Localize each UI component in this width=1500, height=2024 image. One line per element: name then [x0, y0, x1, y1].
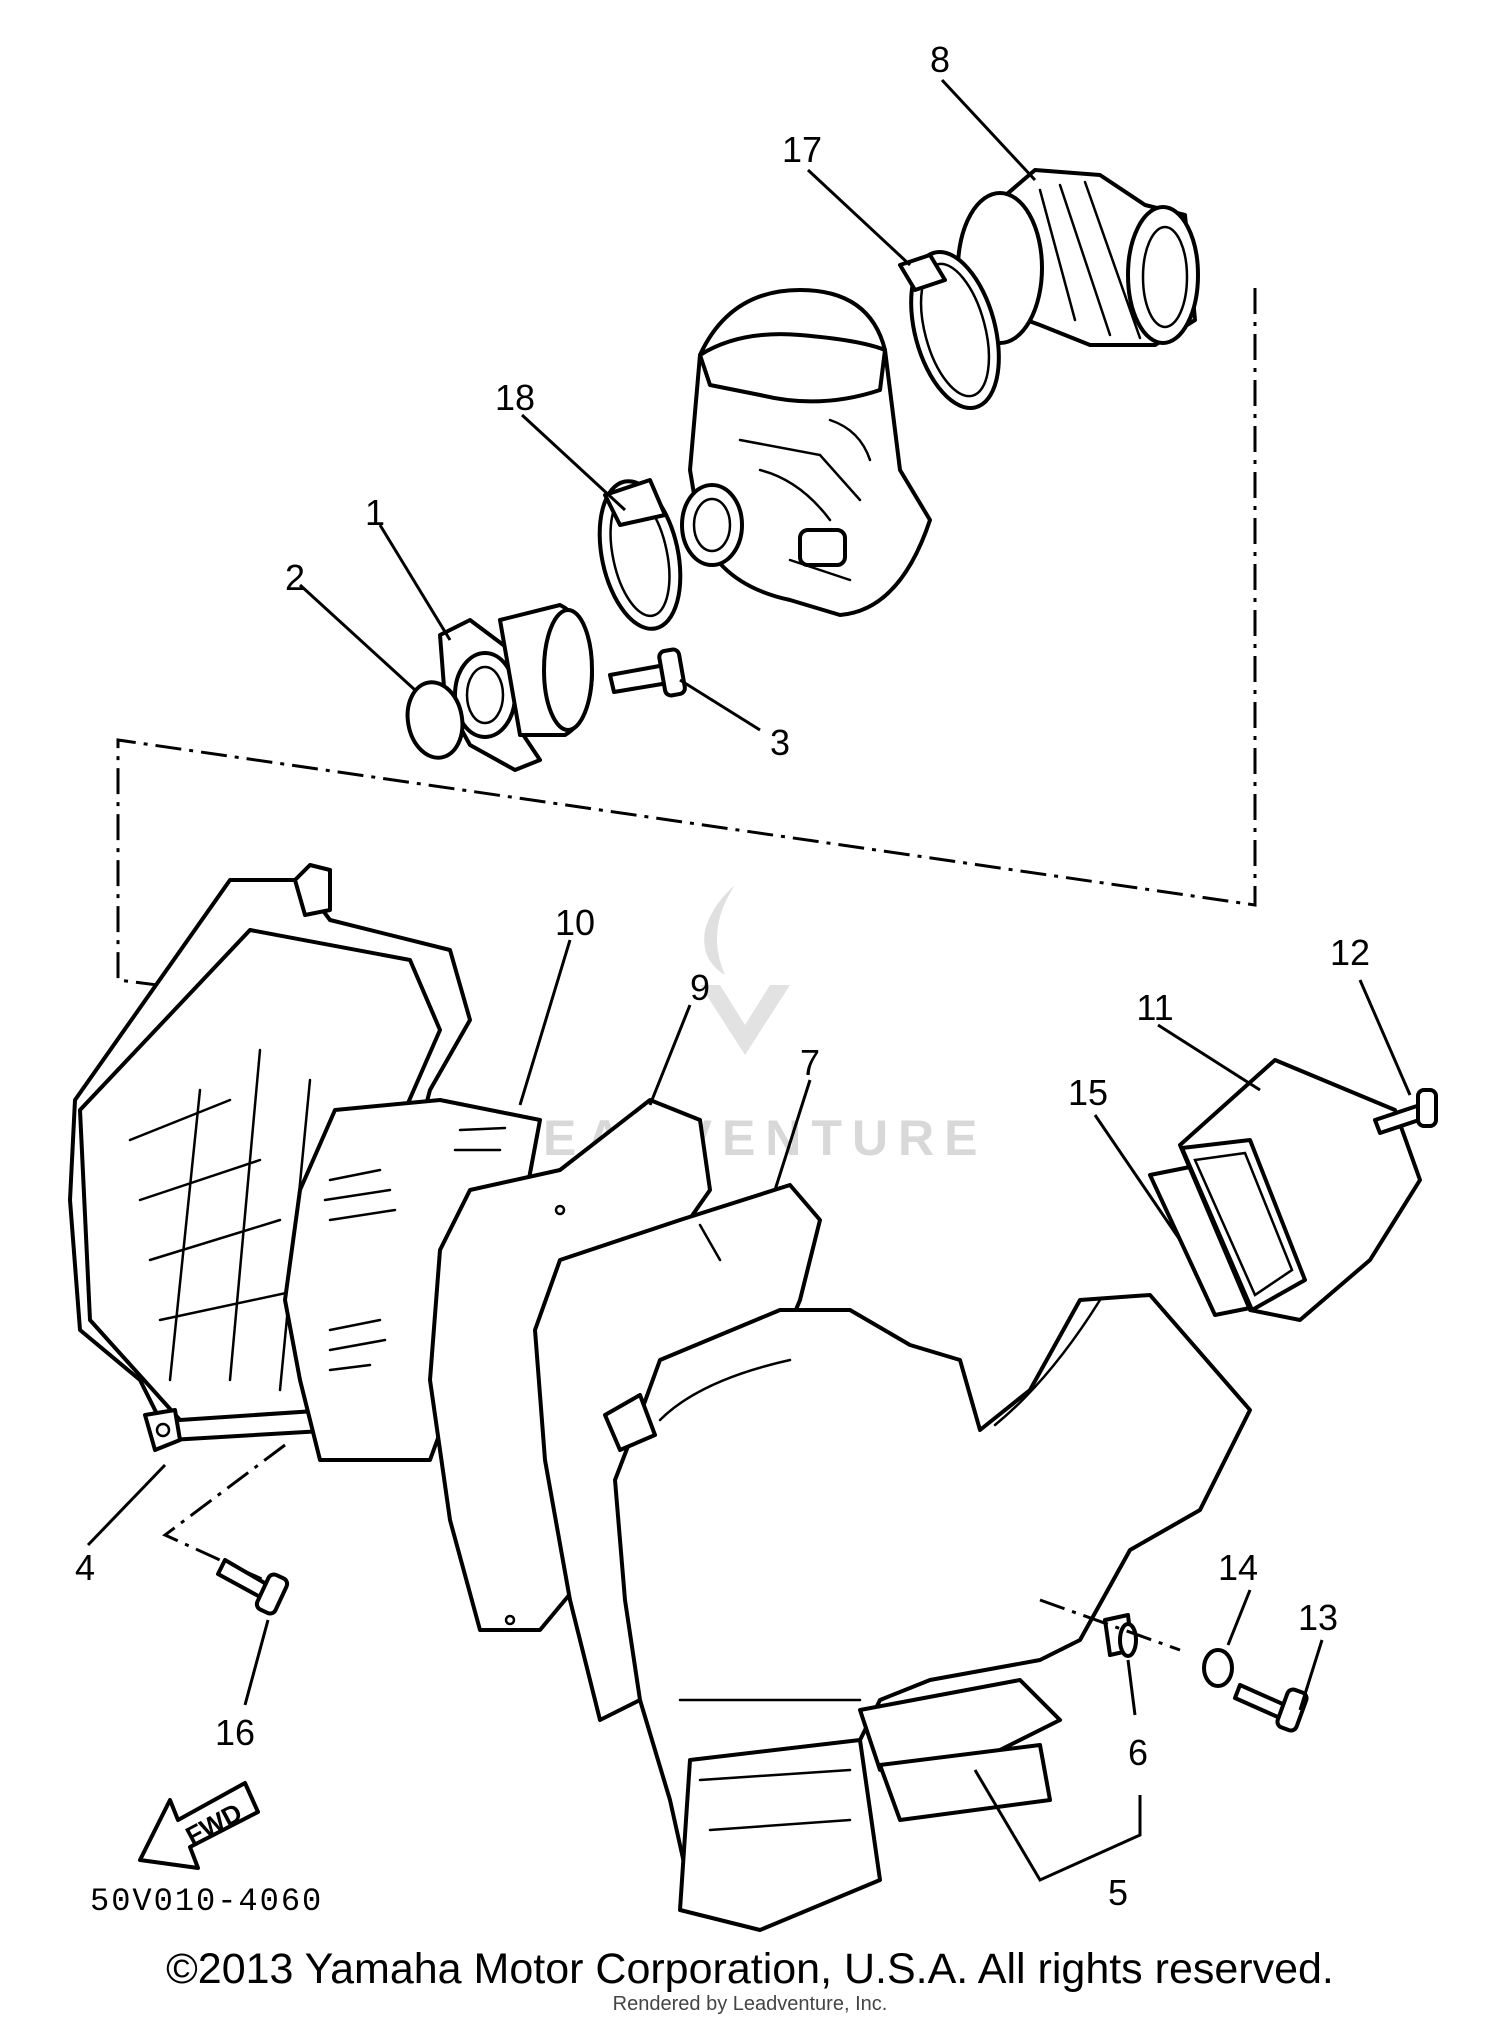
callout-2: 2	[285, 557, 305, 598]
callout-15: 15	[1068, 1072, 1108, 1113]
callout-7: 7	[800, 1042, 820, 1083]
assembly-guide-line-6	[1039, 1598, 1181, 1652]
part-5-element-case	[603, 1293, 1252, 1932]
callout-11: 11	[1136, 987, 1173, 1028]
part-12-screw	[1373, 1088, 1438, 1135]
part-16-screw	[216, 1558, 290, 1616]
callout-9: 9	[690, 967, 710, 1008]
forward-arrow-icon: FWD	[138, 1781, 260, 1870]
callout-16: 16	[215, 1712, 255, 1753]
callout-5: 5	[1108, 1872, 1128, 1913]
part-3-screw	[608, 647, 687, 698]
diagram-code: 50V010-4060	[90, 1883, 323, 1920]
callout-8: 8	[930, 39, 950, 80]
part-18-clamp	[597, 478, 683, 631]
callout-3: 3	[770, 722, 790, 763]
callout-10: 10	[555, 902, 595, 943]
part-2-o-ring	[405, 680, 465, 760]
leader-lines	[86, 78, 1412, 1882]
part-1-carburetor-joint	[438, 603, 594, 772]
callout-6: 6	[1128, 1732, 1148, 1773]
part-14-nut	[1202, 1648, 1234, 1688]
callout-numbers: 1 2 3 4 5 6 7 8 9 10 11 12 13 14 15 16 1…	[75, 39, 1370, 1913]
callout-1: 1	[365, 492, 385, 533]
callout-12: 12	[1330, 932, 1370, 973]
callout-14: 14	[1218, 1547, 1258, 1588]
callout-13: 13	[1298, 1597, 1338, 1638]
copyright-notice: ©2013 Yamaha Motor Corporation, U.S.A. A…	[166, 1945, 1334, 1993]
part-6-collar	[1103, 1613, 1138, 1658]
carburetor	[680, 288, 932, 617]
part-11-cover	[1178, 1058, 1422, 1322]
rendered-by-notice: Rendered by Leadventure, Inc.	[612, 1993, 888, 2015]
callout-17: 17	[782, 129, 822, 170]
callout-4: 4	[75, 1547, 95, 1588]
part-13-screw	[1233, 1683, 1309, 1733]
callout-18: 18	[495, 377, 535, 418]
part-17-clamp	[898, 250, 1001, 410]
